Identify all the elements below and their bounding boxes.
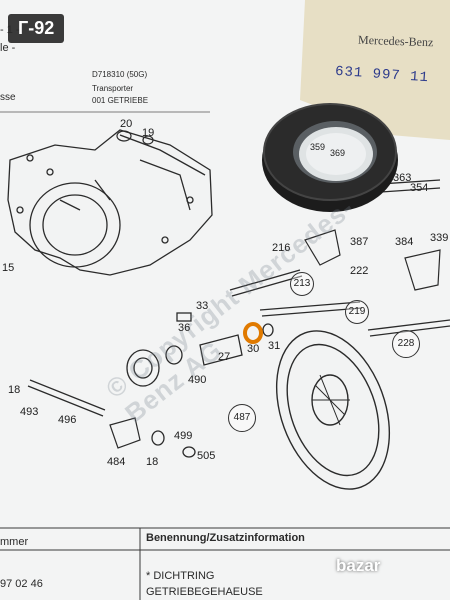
gearbox-housing [7, 129, 213, 276]
callout-circled: 219 [345, 300, 369, 324]
callout-circled: 487 [228, 404, 256, 432]
table-row-number: 97 02 46 [0, 578, 43, 590]
callout-highlighted: 30 [247, 343, 260, 355]
callout: 33 [196, 300, 209, 312]
listing-badge: Г-92 [8, 14, 65, 43]
callout: 484 [107, 456, 126, 468]
callout: 222 [350, 265, 369, 277]
header-left-1: - 1 - [0, 24, 20, 36]
callout: 27 [218, 351, 231, 363]
callout-circled: 213 [290, 272, 314, 296]
header-left-3: sse [0, 92, 16, 103]
callout: 384 [395, 236, 414, 248]
callout: 36 [178, 322, 191, 334]
package-brand: Mercedes-Benz [357, 32, 434, 50]
callout: 369 [330, 148, 346, 158]
header-line3: 001 GETRIEBE [92, 96, 149, 105]
callout: 15 [2, 262, 15, 274]
table-header-right: Benennung/Zusatzinformation [146, 532, 305, 544]
callout-circled: 228 [392, 330, 420, 358]
clutch-disc [275, 330, 391, 490]
callout: 387 [350, 236, 369, 248]
oil-seal-photo [262, 103, 398, 212]
highlighted-seal [243, 322, 263, 344]
callout: 216 [272, 242, 291, 254]
header-code: D718310 (50G) [92, 70, 148, 79]
site-logo: bazar [336, 556, 381, 575]
header-left-2: le - [0, 42, 16, 54]
callout: 18 [146, 456, 159, 468]
callout: 19 [142, 127, 155, 139]
table-row-name: * DICHTRING [146, 570, 215, 582]
callout: 354 [410, 182, 429, 194]
callout: 363 [393, 172, 412, 184]
callout: 18 [8, 384, 21, 396]
table-header-left: mmer [0, 536, 29, 548]
callout: 20 [120, 118, 133, 130]
table-row-subname: GETRIEBEGEHAEUSE [146, 586, 263, 598]
callout: 359 [310, 142, 326, 152]
callout: 496 [58, 414, 77, 426]
callout: 339 [430, 232, 449, 244]
callout: 499 [174, 430, 193, 442]
callout: 493 [20, 406, 39, 418]
header-line2: Transporter [92, 84, 134, 93]
parts-table-lines [0, 527, 450, 600]
callout: 31 [268, 340, 281, 352]
callout: 505 [197, 450, 216, 462]
callout: 490 [188, 374, 207, 386]
